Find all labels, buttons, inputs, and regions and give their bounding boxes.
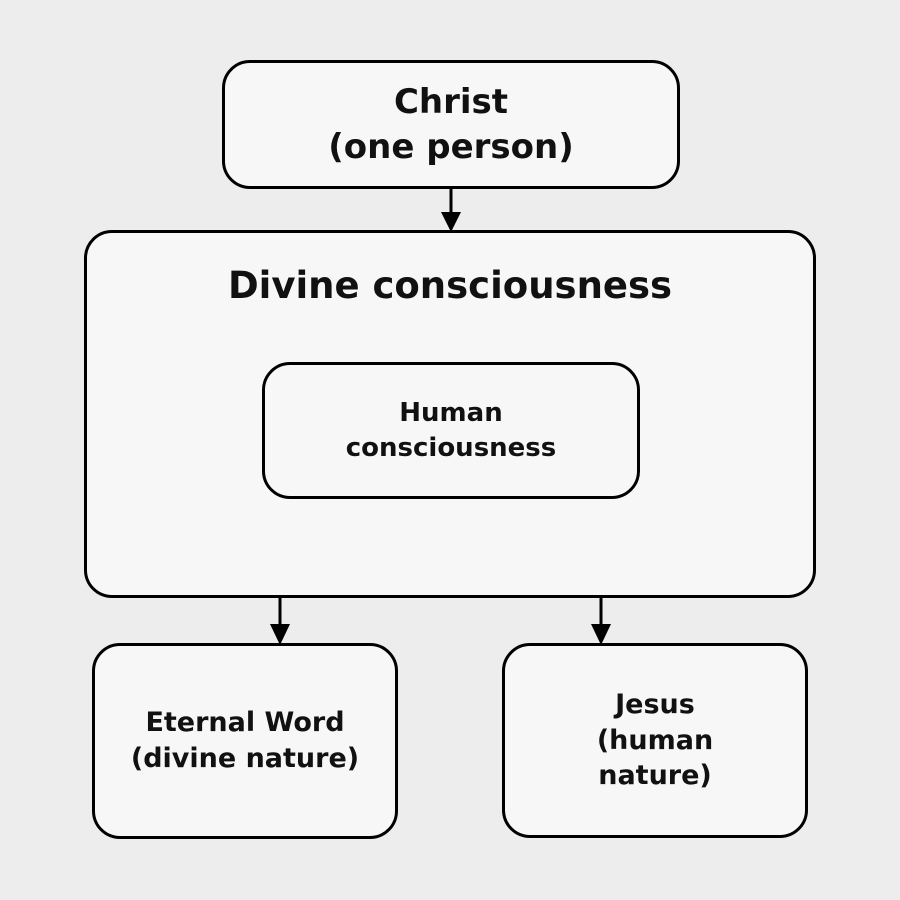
node-divine-consciousness: Divine consciousness — [84, 230, 816, 598]
node-christ: Christ (one person) — [222, 60, 680, 189]
edge-christ-to-divine — [441, 189, 461, 232]
edge-divine-to-eternal-word — [270, 597, 290, 645]
node-human-consciousness: Human consciousness — [262, 362, 640, 499]
node-christ-label: Christ (one person) — [328, 81, 574, 167]
node-eternal-word: Eternal Word (divine nature) — [92, 643, 398, 839]
node-jesus: Jesus (human nature) — [502, 643, 808, 838]
node-eternal-word-label: Eternal Word (divine nature) — [130, 707, 360, 774]
node-divine-consciousness-label: Divine consciousness — [227, 264, 673, 307]
node-jesus-label: Jesus (human nature) — [596, 689, 714, 792]
node-human-consciousness-label: Human consciousness — [345, 398, 557, 463]
